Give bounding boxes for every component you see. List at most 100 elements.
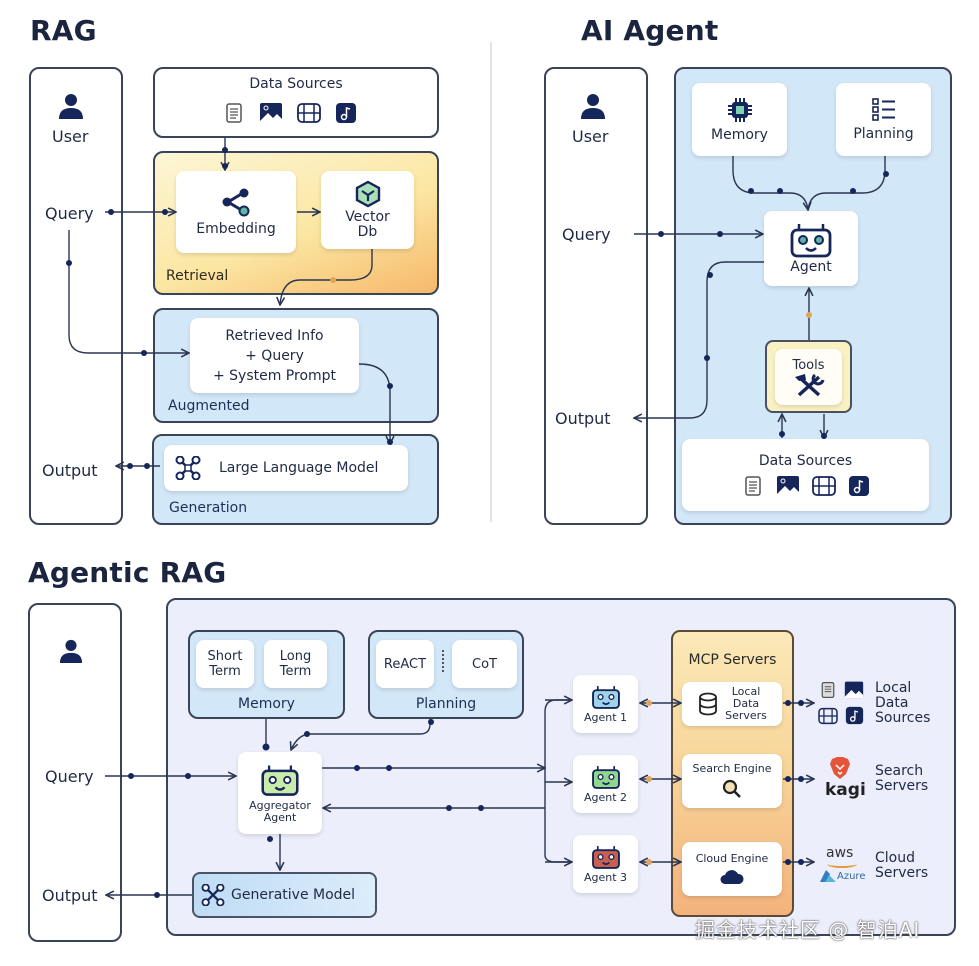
rag-output-label: Output bbox=[42, 461, 98, 480]
music-icon bbox=[843, 706, 865, 725]
share-nodes-icon bbox=[220, 187, 252, 217]
robot-icon bbox=[591, 764, 621, 790]
section-divider bbox=[490, 42, 492, 522]
robot-icon bbox=[591, 684, 621, 710]
azure-icon bbox=[820, 870, 836, 882]
long-term-memory-node[interactable]: Long Term bbox=[264, 640, 327, 688]
cot-node[interactable]: CoT bbox=[452, 640, 517, 688]
mcp-servers-title: MCP Servers bbox=[688, 652, 777, 668]
agent-output-label: Output bbox=[555, 409, 611, 428]
agentic-memory-label: Memory bbox=[238, 696, 295, 712]
rag-title: RAG bbox=[30, 14, 97, 47]
react-node[interactable]: ReACT bbox=[376, 640, 434, 688]
cloud-engine-label: Cloud Engine bbox=[695, 852, 769, 865]
agentic-user-panel bbox=[28, 603, 122, 942]
cloud-icon bbox=[720, 869, 744, 885]
user-icon bbox=[58, 92, 84, 124]
aggregator-agent-label: Aggregator Agent bbox=[249, 798, 311, 824]
agent-1-label: Agent 1 bbox=[583, 711, 628, 724]
tools-node[interactable]: Tools bbox=[775, 349, 842, 405]
augmented-group-label: Augmented bbox=[168, 398, 250, 414]
robot-icon bbox=[789, 222, 833, 258]
agentic-query-label: Query bbox=[45, 767, 94, 786]
local-data-server-node[interactable]: Local Data Servers bbox=[682, 682, 782, 726]
magnifier-icon bbox=[722, 779, 742, 799]
planning-separator bbox=[442, 650, 446, 672]
watermark: 掘金技术社区 @ 智泊AI bbox=[695, 918, 921, 942]
aws-logo: aws bbox=[826, 845, 854, 861]
agent-2-node[interactable]: Agent 2 bbox=[573, 755, 638, 813]
cot-label: CoT bbox=[472, 656, 497, 672]
cloud-engine-node[interactable]: Cloud Engine bbox=[682, 842, 782, 896]
checklist-icon bbox=[870, 97, 898, 123]
agent-user-icon bbox=[580, 92, 606, 124]
video-icon bbox=[297, 102, 321, 124]
rag-user-label: User bbox=[52, 127, 89, 146]
agent-query-label: Query bbox=[562, 225, 611, 244]
agent-3-node[interactable]: Agent 3 bbox=[573, 835, 638, 893]
agent-2-label: Agent 2 bbox=[583, 791, 628, 804]
hammer-wrench-icon bbox=[793, 373, 825, 397]
agent-memory-label: Memory bbox=[711, 127, 768, 143]
rag-data-sources-label: Data Sources bbox=[249, 76, 343, 92]
agent-1-node[interactable]: Agent 1 bbox=[573, 675, 638, 733]
ai-agent-title: AI Agent bbox=[581, 14, 719, 47]
network-icon bbox=[175, 456, 201, 480]
wire-dot bbox=[144, 463, 150, 469]
agent-label: Agent bbox=[790, 259, 832, 275]
wire-dot bbox=[141, 350, 147, 356]
llm-node[interactable]: Large Language Model bbox=[164, 445, 408, 491]
cube-icon bbox=[354, 180, 382, 208]
cloud-servers-label: Cloud Servers bbox=[875, 850, 929, 881]
agent-planning-label: Planning bbox=[853, 126, 914, 142]
embedding-node[interactable]: Embedding bbox=[176, 171, 296, 253]
generative-model-node[interactable]: Generative Model bbox=[192, 872, 377, 918]
wire-dot bbox=[127, 463, 133, 469]
video-icon bbox=[817, 706, 839, 725]
search-engine-label: Search Engine bbox=[692, 762, 772, 775]
aggregator-agent-node[interactable]: Aggregator Agent bbox=[238, 752, 322, 834]
agent-node[interactable]: Agent bbox=[764, 211, 858, 286]
embedding-label: Embedding bbox=[196, 221, 276, 237]
generative-model-label: Generative Model bbox=[231, 887, 356, 903]
image-icon bbox=[259, 102, 283, 124]
azure-label: Azure bbox=[837, 870, 866, 882]
augmented-line-3: + System Prompt bbox=[212, 367, 337, 384]
agent-data-sources-label: Data Sources bbox=[758, 453, 853, 469]
short-term-label: Short Term bbox=[207, 649, 243, 679]
database-icon bbox=[697, 692, 719, 716]
video-icon bbox=[811, 475, 836, 497]
short-term-memory-node[interactable]: Short Term bbox=[196, 640, 254, 688]
vector-db-node[interactable]: Vector Db bbox=[321, 171, 414, 249]
document-icon bbox=[817, 680, 839, 700]
local-data-sources-icons bbox=[817, 680, 865, 725]
agentic-rag-title: Agentic RAG bbox=[28, 556, 227, 589]
agent-3-label: Agent 3 bbox=[583, 871, 628, 884]
local-data-server-label: Local Data Servers bbox=[725, 685, 767, 722]
music-icon bbox=[848, 475, 870, 497]
document-icon bbox=[223, 102, 245, 124]
image-icon bbox=[843, 680, 865, 700]
wire-dot bbox=[128, 773, 134, 779]
augmented-prompt-node[interactable]: Retrieved Info + Query + System Prompt bbox=[190, 318, 359, 393]
network-icon bbox=[201, 884, 225, 906]
agent-memory-node[interactable]: Memory bbox=[692, 83, 787, 156]
robot-icon bbox=[591, 844, 621, 870]
search-engine-node[interactable]: Search Engine bbox=[682, 754, 782, 808]
generation-group-label: Generation bbox=[169, 500, 248, 516]
tools-label: Tools bbox=[792, 357, 825, 373]
wire-dot bbox=[658, 231, 664, 237]
azure-logo: Azure bbox=[820, 870, 865, 882]
agent-planning-node[interactable]: Planning bbox=[836, 83, 931, 156]
vector-db-label: Vector Db bbox=[345, 209, 390, 240]
chip-icon bbox=[726, 96, 754, 124]
agent-data-sources[interactable]: Data Sources bbox=[682, 439, 929, 511]
image-icon bbox=[776, 475, 800, 497]
music-icon bbox=[335, 102, 357, 124]
react-label: ReACT bbox=[383, 656, 427, 672]
document-icon bbox=[742, 475, 764, 497]
agentic-output-label: Output bbox=[42, 886, 98, 905]
robot-icon bbox=[260, 763, 300, 797]
wire-dot bbox=[154, 892, 160, 898]
agent-user-label: User bbox=[572, 127, 609, 146]
